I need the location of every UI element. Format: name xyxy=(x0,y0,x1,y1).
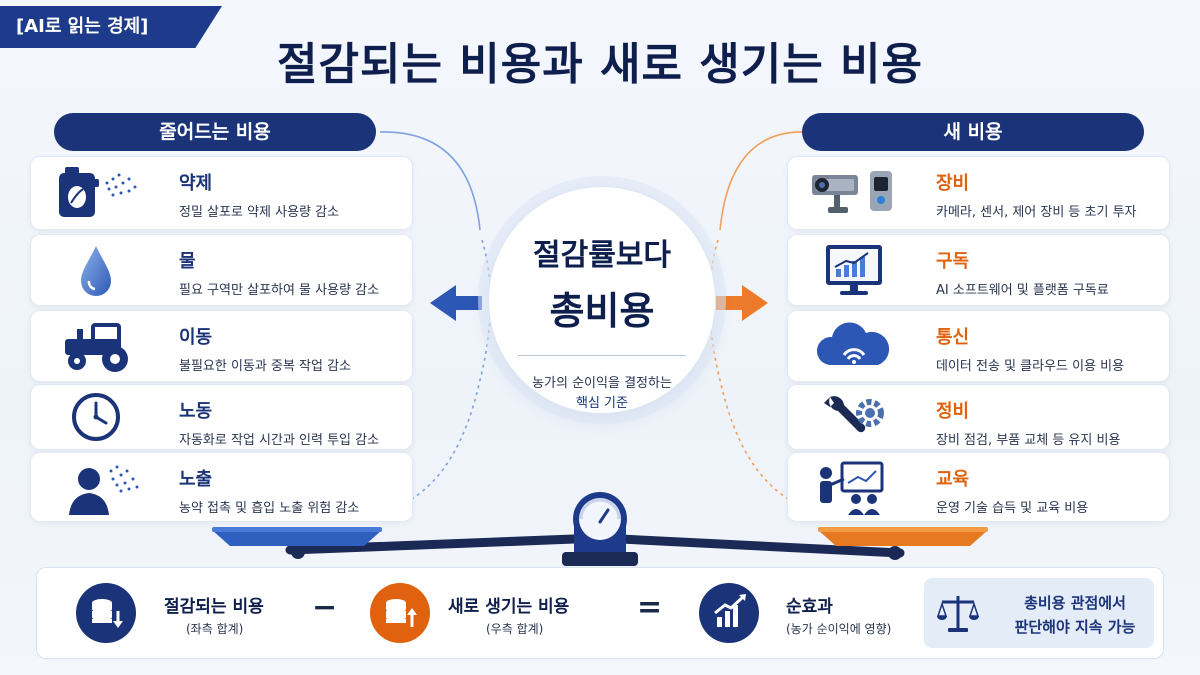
camera-sensor-icon xyxy=(812,171,892,213)
wrench-gear-icon xyxy=(824,396,884,433)
center-subtext: 농가의 순이익을 결정하는 xyxy=(532,376,672,391)
card-title: 통신 xyxy=(936,327,970,348)
center-subtext-highlight: 핵심 기준 xyxy=(576,396,628,411)
card-desc: 카메라, 센서, 제어 장비 등 초기 투자 xyxy=(936,205,1137,220)
center-heading-line2: 총비용 xyxy=(549,289,655,333)
monitor-chart-icon xyxy=(826,245,882,295)
right-arrow-icon xyxy=(716,285,768,321)
card-desc: 데이터 전송 및 클라우드 이용 비용 xyxy=(936,359,1125,374)
card-desc: 자동화로 작업 시간과 인력 투입 감소 xyxy=(179,433,380,448)
scale-icon xyxy=(936,596,980,632)
card-title: 물 xyxy=(179,251,196,272)
net-effect-icon xyxy=(699,583,759,643)
center-divider xyxy=(518,355,686,356)
card-desc: 운영 기술 습득 및 교육 비용 xyxy=(936,501,1089,516)
card-desc: 정밀 살포로 약제 사용량 감소 xyxy=(179,205,340,220)
center-circle xyxy=(488,186,716,414)
right-section-header: 새 비용 xyxy=(802,113,1144,151)
left-card-exposure: 노출 농약 접촉 및 흡입 노출 위험 감소 xyxy=(30,452,413,522)
training-icon xyxy=(820,461,884,515)
page-title: 절감되는 비용과 새로 생기는 비용 xyxy=(277,39,923,90)
card-title: 이동 xyxy=(179,327,213,348)
card-title: 구독 xyxy=(936,251,970,272)
card-title: 노출 xyxy=(179,469,213,490)
section-tag: [AI로 읽는 경제] xyxy=(0,6,222,48)
tractor-icon xyxy=(65,323,128,372)
minus-operator: − xyxy=(312,590,338,625)
left-card-water: 물 필요 구역만 살포하여 물 사용량 감소 xyxy=(30,234,413,306)
center-heading-line1: 절감률보다 xyxy=(533,238,671,273)
card-title: 교육 xyxy=(936,469,970,490)
conclusion-line2: 판단해야 지속 가능 xyxy=(1014,618,1136,636)
new-cost-sub: (우측 합계) xyxy=(486,622,544,636)
card-desc: 장비 점검, 부품 교체 등 유지 비용 xyxy=(936,433,1121,448)
card-desc: 필요 구역만 살포하여 물 사용량 감소 xyxy=(179,283,380,298)
right-card-maintenance: 정비 장비 점검, 부품 교체 등 유지 비용 xyxy=(787,384,1170,450)
left-card-labor: 노동 자동화로 작업 시간과 인력 투입 감소 xyxy=(30,384,413,450)
left-card-movement: 이동 불필요한 이동과 중복 작업 감소 xyxy=(30,310,413,382)
cloud-wifi-icon xyxy=(816,322,890,365)
card-desc: AI 소프트웨어 및 플랫폼 구독료 xyxy=(936,283,1109,298)
card-title: 노동 xyxy=(179,401,213,422)
left-card-pesticide: 약제 정밀 살포로 약제 사용량 감소 xyxy=(30,156,413,230)
clock-icon xyxy=(72,393,120,441)
left-section-header: 줄어드는 비용 xyxy=(54,113,376,151)
saved-cost-sub: (좌측 합계) xyxy=(186,622,244,636)
card-desc: 농약 접촉 및 흡입 노출 위험 감소 xyxy=(179,501,360,516)
card-title: 장비 xyxy=(936,173,970,194)
card-desc: 불필요한 이동과 중복 작업 감소 xyxy=(179,359,352,374)
saved-cost-title: 절감되는 비용 xyxy=(164,597,264,617)
net-effect-sub: (농가 순이익에 영향) xyxy=(786,622,892,636)
right-card-equipment: 장비 카메라, 센서, 제어 장비 등 초기 투자 xyxy=(787,156,1170,230)
new-cost-title: 새로 생기는 비용 xyxy=(448,597,570,617)
new-cost-icon xyxy=(370,583,430,643)
water-drop-icon xyxy=(81,246,111,296)
right-card-subscription: 구독 AI 소프트웨어 및 플랫폼 구독료 xyxy=(787,234,1170,306)
person-exposure-icon xyxy=(69,465,139,515)
conclusion-line1: 총비용 관점에서 xyxy=(1024,594,1126,612)
pesticide-sprayer-icon xyxy=(59,167,137,217)
balance-scale-graphic xyxy=(212,492,988,566)
card-title: 정비 xyxy=(936,401,970,422)
right-card-communication: 통신 데이터 전송 및 클라우드 이용 비용 xyxy=(787,310,1170,382)
card-title: 약제 xyxy=(179,173,213,194)
equals-operator: = xyxy=(637,590,663,625)
left-arrow-icon xyxy=(430,285,482,321)
conclusion-box xyxy=(924,578,1154,648)
saved-cost-icon xyxy=(76,583,136,643)
net-effect-title: 순효과 xyxy=(786,597,833,617)
right-card-education: 교육 운영 기술 습득 및 교육 비용 xyxy=(787,452,1170,522)
